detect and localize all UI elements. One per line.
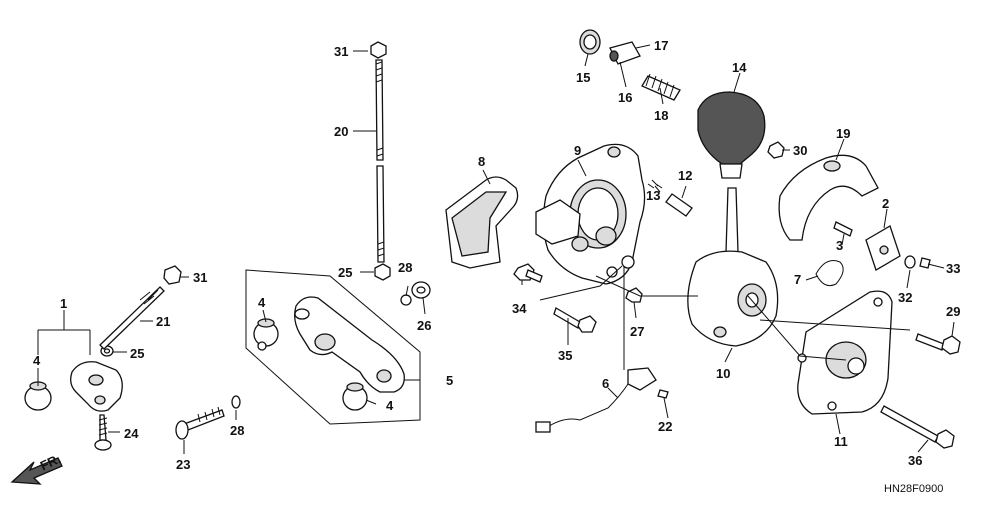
leader-lines [37,44,955,454]
part-19-lever-cover [778,154,879,241]
figure-code: HN28F0900 [884,483,943,495]
callout-21: 21 [156,314,170,329]
parts-15-16-17-18 [579,29,681,101]
part-14-control-knob [697,91,785,179]
parts-2-3-7-32-33 [815,221,931,287]
callout-labels: 1 2 3 4 4 4 5 6 7 8 9 10 11 12 13 14 15 … [33,38,960,472]
callout-12: 12 [678,168,692,183]
callout-14: 14 [732,60,747,75]
callout-28-lower: 28 [230,423,244,438]
part-5-linkage-assembly [175,263,431,440]
front-direction-label: FR. [38,451,63,473]
callout-26: 26 [417,318,431,333]
callout-17: 17 [654,38,668,53]
callout-2: 2 [882,196,889,211]
callout-23: 23 [176,457,190,472]
callout-8: 8 [478,154,485,169]
callout-20: 20 [334,124,348,139]
callout-4-upper: 4 [258,295,266,310]
callout-31-left: 31 [193,270,207,285]
callout-10: 10 [716,366,730,381]
callout-25-left: 25 [130,346,144,361]
part-11-base-plate [797,290,961,449]
callout-3: 3 [836,238,843,253]
callout-24: 24 [124,426,139,441]
callout-22: 22 [658,419,672,434]
part-9-control-housing [535,143,646,285]
callout-4-left: 4 [33,353,41,368]
callout-9: 9 [574,143,581,158]
callout-30: 30 [793,143,807,158]
callout-13: 13 [646,188,660,203]
callout-18: 18 [654,108,668,123]
part-1-shift-arm-assembly [24,265,182,451]
callout-29: 29 [946,304,960,319]
part-12-13-pin-spring [647,179,693,217]
part-6-wire-harness [535,367,669,433]
callout-11: 11 [834,434,848,449]
callout-28-upper: 28 [398,260,412,275]
part-20-rod [370,41,387,263]
callout-33: 33 [946,261,960,276]
callout-25-center: 25 [338,265,352,280]
callout-1: 1 [60,296,67,311]
part-10-control-lever [687,187,779,347]
callout-6: 6 [602,376,609,391]
callout-27: 27 [630,324,644,339]
callout-7: 7 [794,272,801,287]
callout-36: 36 [908,453,922,468]
part-8-mounting-bracket [445,176,519,269]
callout-5: 5 [446,373,453,388]
front-direction-arrow: FR. [10,451,63,485]
callout-15: 15 [576,70,590,85]
callout-34: 34 [512,301,527,316]
callout-31-top: 31 [334,44,348,59]
callout-19: 19 [836,126,850,141]
callout-35: 35 [558,348,572,363]
callout-32: 32 [898,290,912,305]
callout-4-lower: 4 [386,398,394,413]
callout-16: 16 [618,90,632,105]
